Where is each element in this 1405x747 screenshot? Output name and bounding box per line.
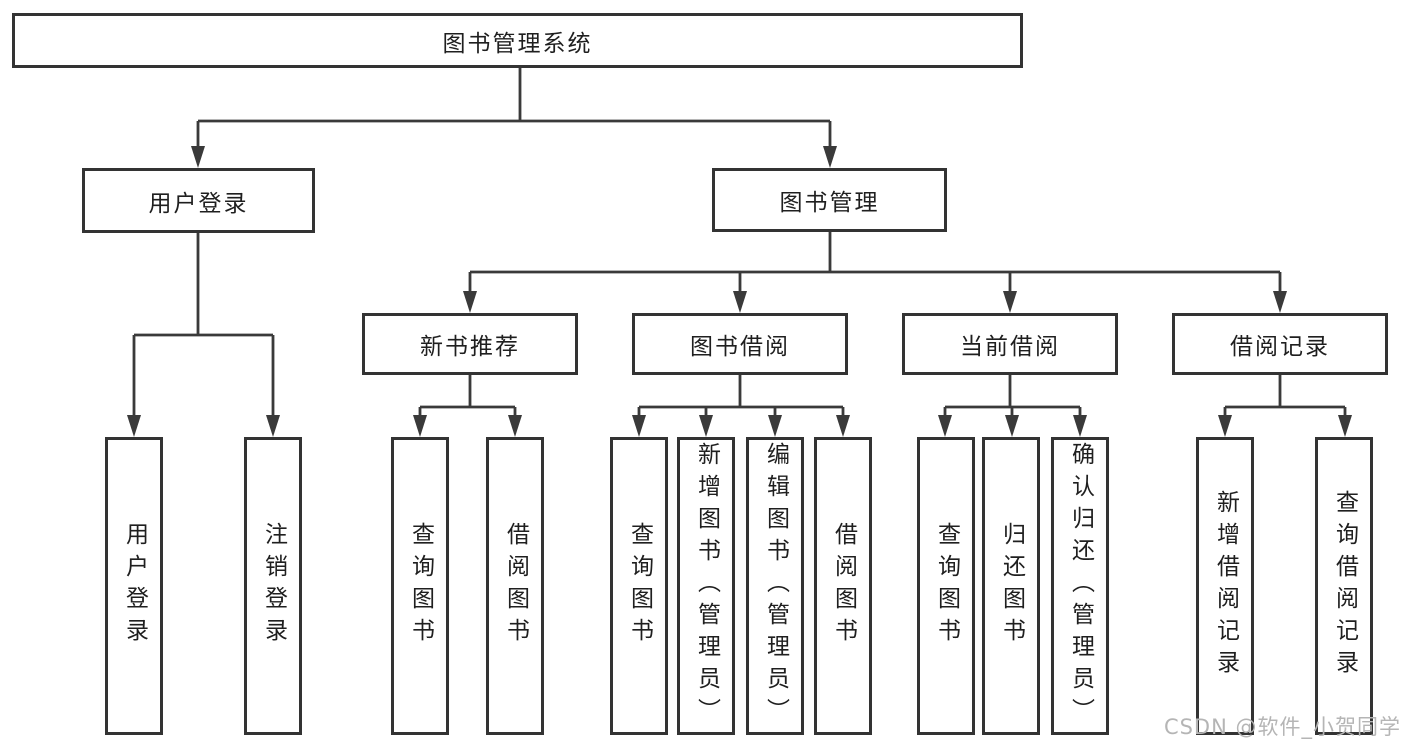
node-book-management: 图书管理 [712,168,947,232]
node-borrow-books-recommend: 借阅图书 [486,437,544,735]
node-new-book-recommend: 新书推荐 [362,313,578,375]
node-logout-action: 注销登录 [244,437,302,735]
node-label: 借阅记录 [1230,334,1330,360]
node-label: 查询图书 [407,522,434,650]
node-label: 用户登录 [121,522,148,650]
node-query-books-current: 查询图书 [917,437,975,735]
node-query-books-borrow: 查询图书 [610,437,668,735]
node-label: 查询图书 [626,522,653,650]
node-label: 查询借阅记录 [1331,490,1358,682]
node-label: 新增借阅记录 [1212,490,1239,682]
node-label: 编辑图书（管理员） [762,442,789,730]
node-borrow-records: 借阅记录 [1172,313,1388,375]
node-edit-book-admin: 编辑图书（管理员） [746,437,804,735]
node-user-login: 用户登录 [82,168,315,233]
node-label: 新书推荐 [420,334,520,360]
node-return-book: 归还图书 [982,437,1040,735]
node-label: 当前借阅 [960,334,1060,360]
node-label: 确认归还（管理员） [1067,442,1094,730]
node-label: 借阅图书 [502,522,529,650]
node-book-borrow: 图书借阅 [632,313,848,375]
node-label: 图书管理 [779,190,880,216]
node-add-borrow-record: 新增借阅记录 [1196,437,1254,735]
node-label: 查询图书 [933,522,960,650]
node-label: 借阅图书 [830,522,857,650]
node-label: 新增图书（管理员） [693,442,720,730]
node-confirm-return-admin: 确认归还（管理员） [1051,437,1109,735]
node-borrow-books-action: 借阅图书 [814,437,872,735]
watermark: CSDN @软件_小贺同学 [1163,715,1401,739]
node-label: 图书借阅 [690,334,790,360]
node-library-system: 图书管理系统 [12,13,1023,68]
node-label: 图书管理系统 [442,30,593,57]
node-label: 注销登录 [260,522,287,650]
node-user-login-action: 用户登录 [105,437,163,735]
node-query-books-recommend: 查询图书 [391,437,449,735]
node-add-book-admin: 新增图书（管理员） [677,437,735,735]
node-label: 用户登录 [148,190,249,217]
node-query-borrow-record: 查询借阅记录 [1315,437,1373,735]
node-current-borrow: 当前借阅 [902,313,1118,375]
node-label: 归还图书 [998,522,1025,650]
